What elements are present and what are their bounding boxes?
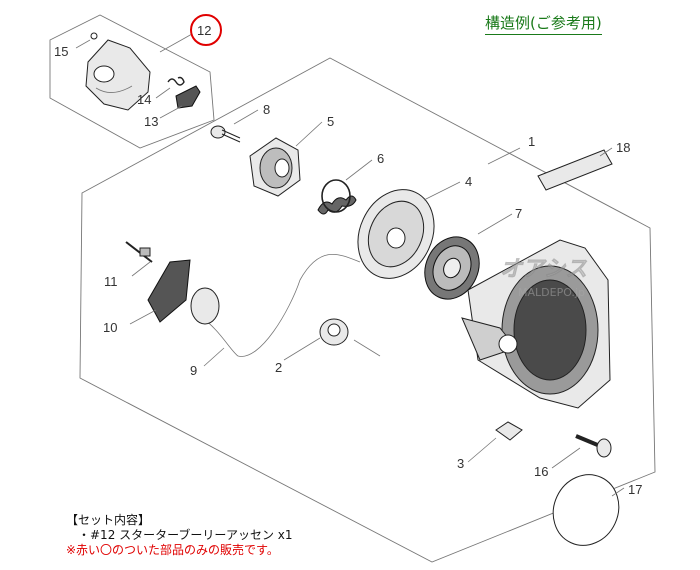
highlight-circle-12 — [190, 14, 222, 46]
set-contents-notes: 【セット内容】 ・#12 スターターブーリーアッセン x1 ※赤い〇のついた部品… — [66, 513, 293, 558]
callout-3: 3 — [457, 456, 464, 471]
starter-case-part — [461, 239, 611, 409]
clip-small-part — [90, 32, 98, 40]
assembly-frame — [79, 57, 656, 563]
leader-lines — [75, 33, 625, 497]
spring-part — [317, 179, 357, 215]
notes-heading: 【セット内容】 — [66, 513, 151, 527]
bolt-part — [575, 434, 612, 458]
pin-part — [125, 241, 153, 263]
pulley-assembly-part — [85, 39, 151, 111]
callout-5: 5 — [327, 114, 334, 129]
callout-16: 16 — [534, 464, 548, 479]
cover-disc-part — [552, 474, 620, 546]
pawl-part — [175, 85, 201, 109]
callout-11: 11 — [104, 274, 118, 289]
callout-4: 4 — [465, 174, 472, 189]
inset-frame — [49, 14, 215, 149]
diagram-title: 構造例(ご参考用) — [485, 12, 602, 35]
watermark: オアシス MALDEPO.jp — [500, 257, 588, 299]
callout-labels: 1 2 3 4 5 6 7 8 9 10 11 12 13 14 15 16 1… — [54, 14, 642, 497]
recoil-spring-part — [424, 236, 480, 300]
nut-part — [495, 421, 523, 441]
callout-6: 6 — [377, 151, 384, 166]
screw-part — [210, 125, 241, 143]
bushing-part — [319, 318, 349, 346]
callout-8: 8 — [263, 102, 270, 117]
watermark-brand: オアシス — [500, 257, 587, 282]
callout-15: 15 — [54, 44, 68, 59]
rope-part — [199, 254, 361, 357]
callout-7: 7 — [515, 206, 522, 221]
notes-item: ・#12 スターターブーリーアッセン x1 — [78, 528, 293, 542]
callout-13: 13 — [144, 114, 158, 129]
notes-warning: ※赤い〇のついた部品のみの販売です。 — [66, 543, 279, 557]
spring-small-part — [167, 76, 185, 86]
callout-2: 2 — [275, 360, 282, 375]
callout-9: 9 — [190, 363, 197, 378]
callout-1: 1 — [528, 134, 535, 149]
handle-part — [147, 259, 220, 325]
callout-18: 18 — [616, 140, 630, 155]
sticker-part — [537, 149, 613, 191]
watermark-sub: MALDEPO.jp — [518, 286, 585, 299]
reel-part — [357, 189, 435, 279]
pulley-part — [249, 137, 301, 197]
callout-10: 10 — [103, 320, 117, 335]
callout-14: 14 — [137, 92, 151, 107]
callout-12: 12 — [197, 23, 211, 38]
callout-17: 17 — [628, 482, 642, 497]
